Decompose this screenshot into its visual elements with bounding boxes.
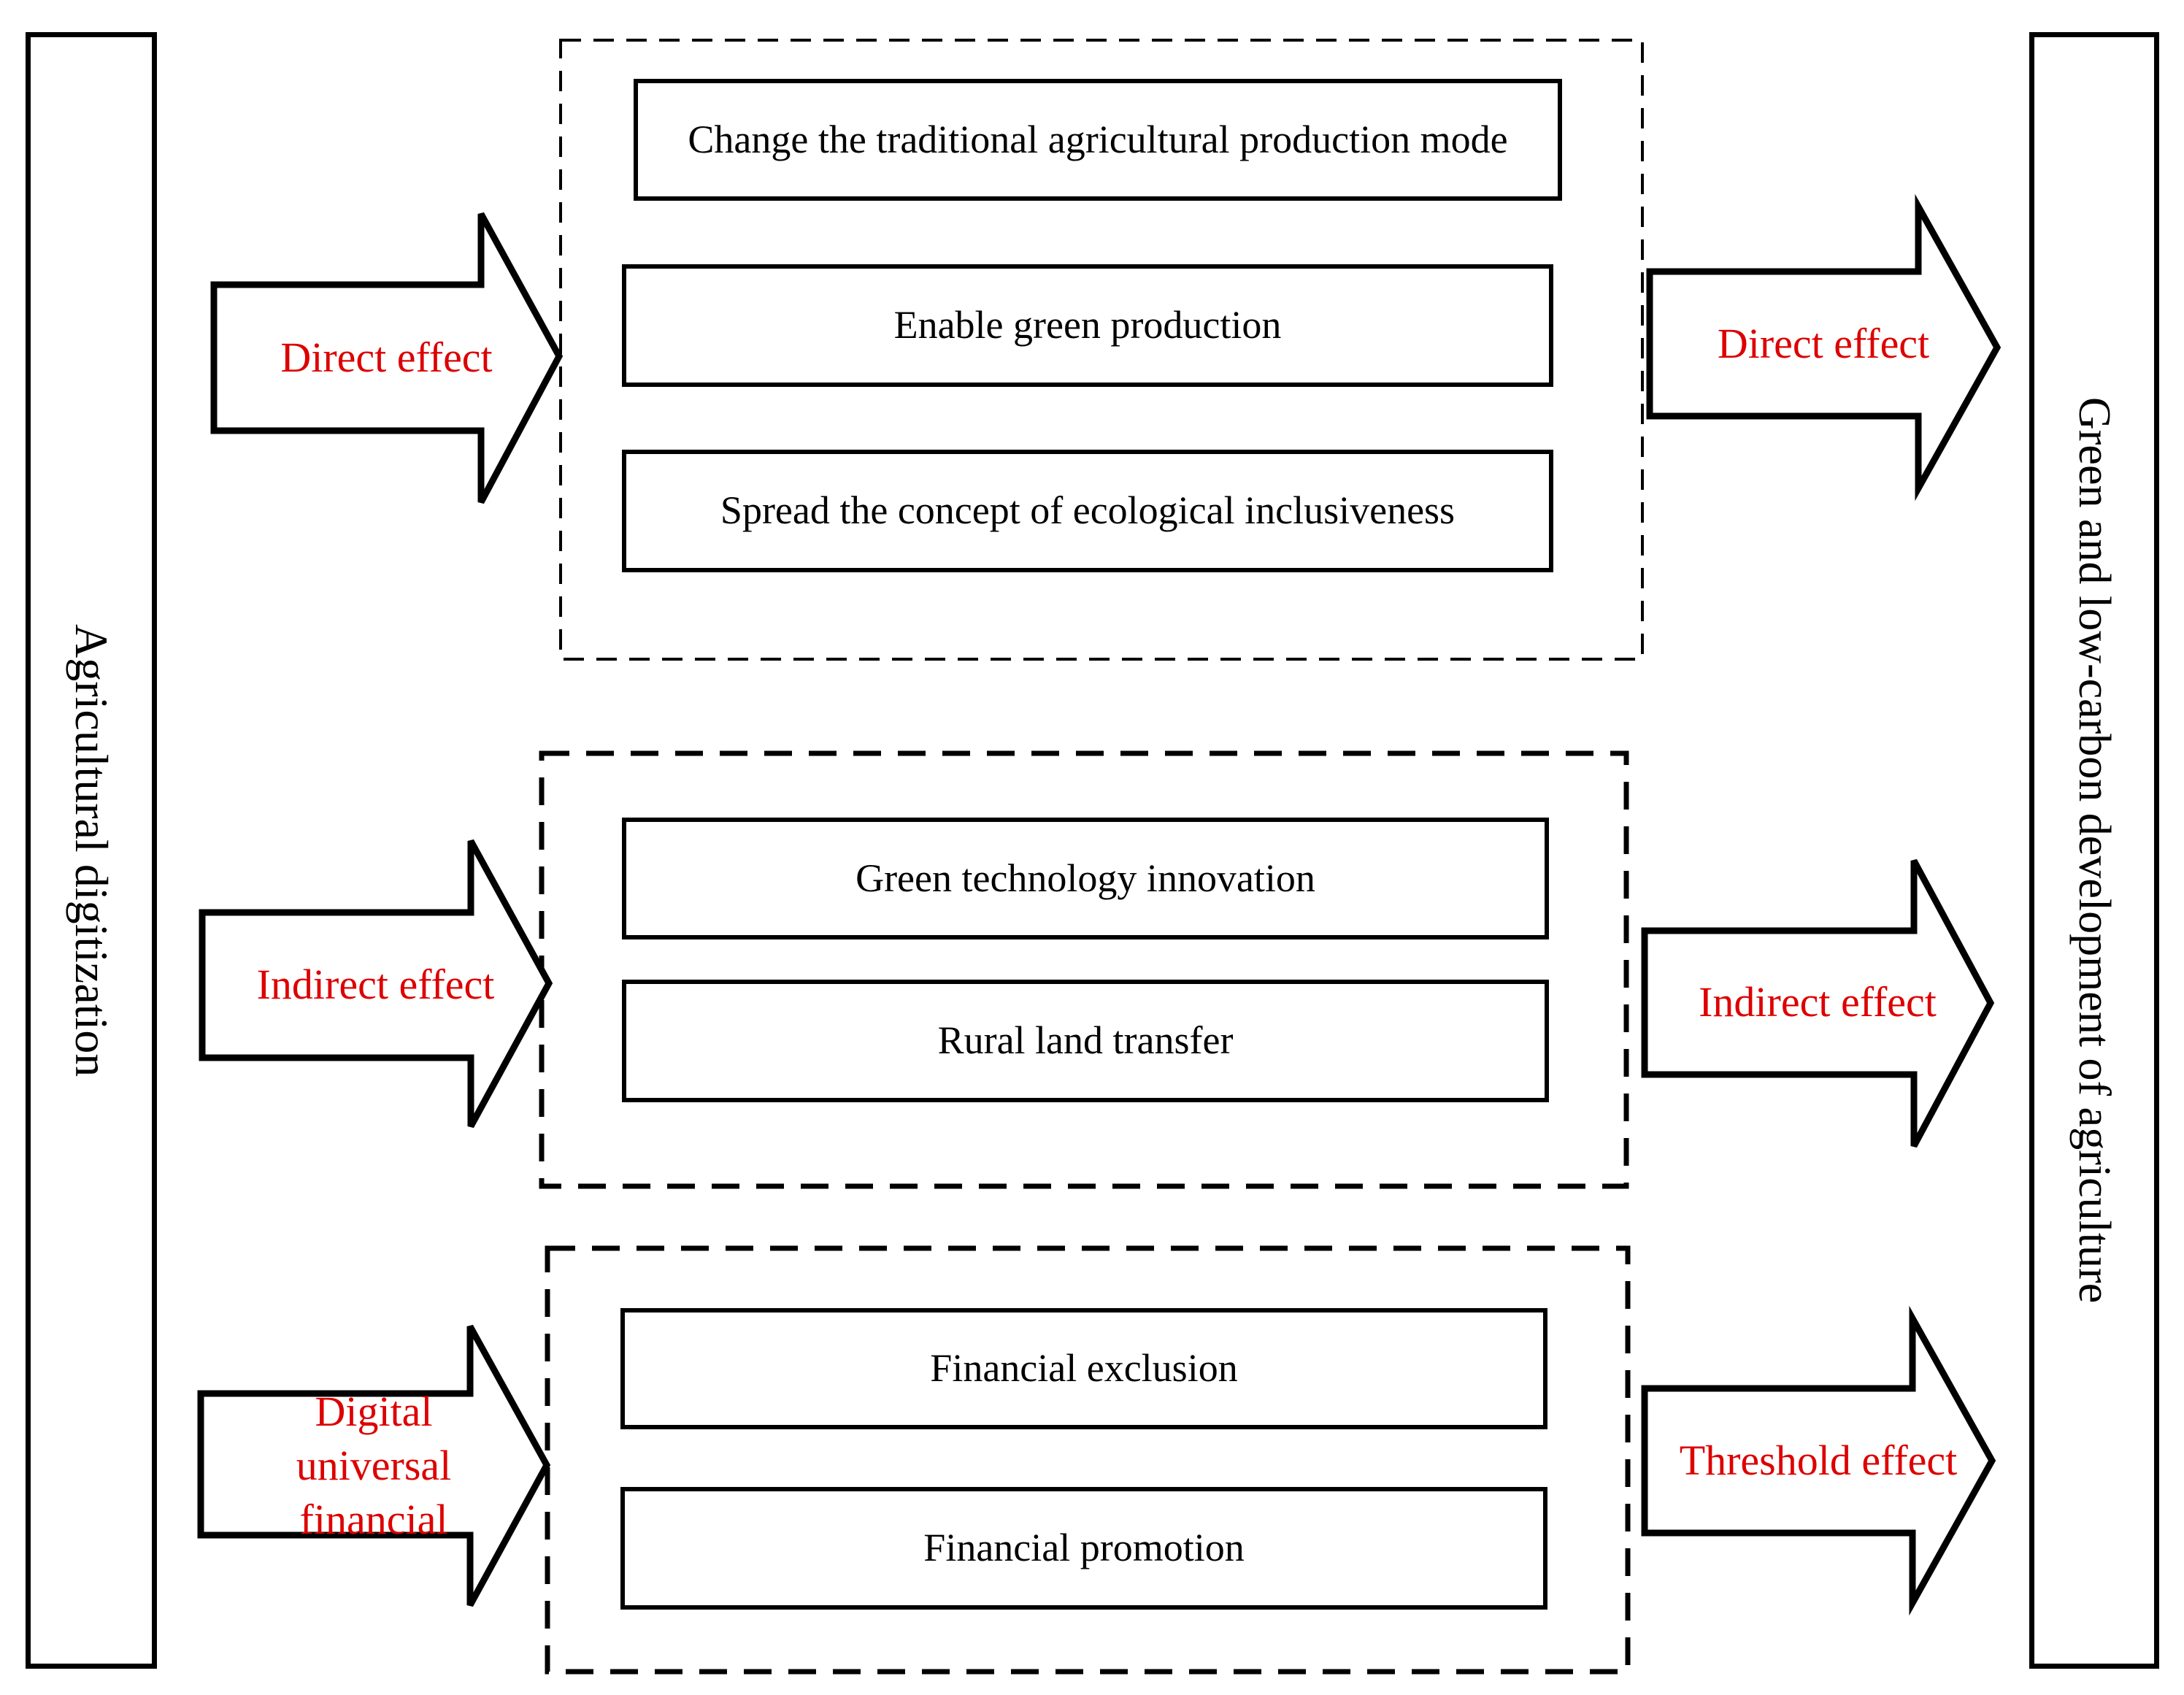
left-arrow-direct — [210, 212, 564, 504]
mechanism-box-label: Financial exclusion — [930, 1346, 1238, 1391]
direct-effect-group-frame — [559, 39, 1644, 661]
mechanism-box-change-production-mode: Change the traditional agricultural prod… — [634, 79, 1562, 201]
mechanism-box-rural-land-transfer: Rural land transfer — [622, 980, 1549, 1102]
mechanism-box-label: Change the traditional agricultural prod… — [688, 117, 1508, 161]
left-arrow-financial — [197, 1324, 551, 1607]
right-arrow-direct — [1646, 193, 2002, 501]
mechanism-box-label: Rural land transfer — [937, 1018, 1234, 1063]
mechanism-box-ecological-inclusiveness: Spread the concept of ecological inclusi… — [622, 450, 1553, 572]
right-arrow-threshold — [1641, 1305, 1996, 1616]
mechanism-box-label: Green technology innovation — [855, 856, 1315, 900]
target-node-label: Green and low-carbon development of agri… — [2069, 397, 2119, 1304]
mechanism-box-financial-promotion: Financial promotion — [620, 1487, 1547, 1610]
source-node-label: Agricultural digitization — [66, 623, 118, 1077]
mechanism-box-financial-exclusion: Financial exclusion — [620, 1308, 1547, 1429]
left-arrow-indirect — [199, 839, 553, 1129]
source-node-agricultural-digitization: Agricultural digitization — [26, 32, 157, 1669]
financial-group-frame — [545, 1245, 1631, 1675]
target-node-green-low-carbon: Green and low-carbon development of agri… — [2029, 32, 2159, 1669]
mechanism-box-label: Enable green production — [893, 303, 1282, 347]
right-arrow-indirect — [1641, 858, 1995, 1148]
mechanism-box-label: Spread the concept of ecological inclusi… — [720, 488, 1456, 533]
mechanism-box-green-technology-innovation: Green technology innovation — [622, 818, 1549, 939]
mechanism-box-enable-green-production: Enable green production — [622, 264, 1553, 387]
mechanism-box-label: Financial promotion — [923, 1526, 1245, 1570]
